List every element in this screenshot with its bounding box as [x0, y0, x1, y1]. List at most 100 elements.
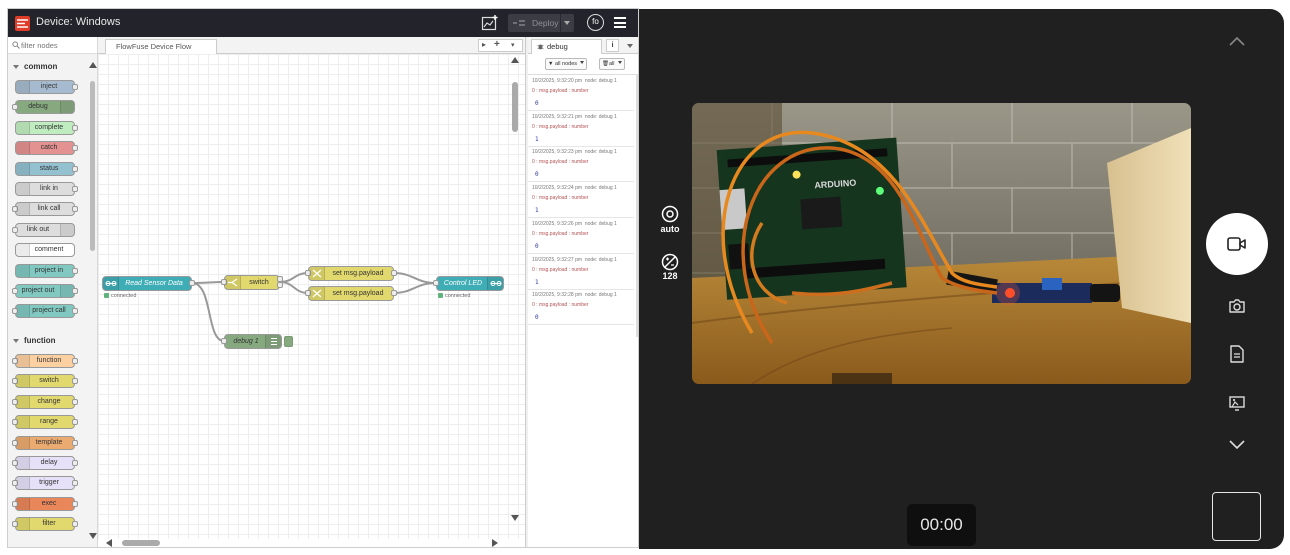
palette-node-function[interactable]: function — [12, 354, 78, 368]
palette-node-comment[interactable]: comment — [15, 243, 75, 258]
palette-category-common[interactable]: common — [8, 59, 88, 75]
debug-list-icon — [265, 335, 281, 348]
debug-toggle-button[interactable] — [284, 336, 293, 347]
input-port — [12, 226, 18, 233]
palette-node-inject[interactable]: inject — [15, 80, 78, 94]
scroll-down-icon[interactable] — [89, 533, 97, 539]
palette-node-project-out[interactable]: project out — [12, 284, 78, 298]
switch-node[interactable]: switch — [221, 275, 283, 290]
palette-node-label: inject — [40, 83, 58, 90]
palette-category-function[interactable]: function — [8, 333, 88, 349]
photo-camera-icon[interactable] — [1228, 297, 1246, 315]
palette-node-filter[interactable]: filter — [12, 517, 78, 532]
set-msg-payload-node-2[interactable]: set msg.payload — [305, 286, 397, 301]
dashboard-icon[interactable] — [481, 14, 499, 32]
scroll-up-icon[interactable] — [511, 57, 519, 63]
scroll-thumb[interactable] — [512, 82, 518, 132]
filter-nodes-button[interactable]: ▼ all nodes — [545, 58, 588, 70]
resolution-button[interactable]: 128 — [658, 253, 682, 283]
scroll-thumb[interactable] — [122, 540, 160, 546]
output-port[interactable] — [189, 280, 195, 286]
chevron-up-icon[interactable] — [1228, 35, 1246, 47]
palette-node-project-in[interactable]: project in — [15, 263, 78, 278]
palette-node-delay[interactable]: delay — [12, 456, 78, 470]
flow-list-icon[interactable]: ▾ — [511, 42, 515, 49]
message-topic: 0 : msg.payload : number — [532, 195, 589, 202]
input-port[interactable] — [305, 290, 311, 296]
node-type-icon — [16, 497, 30, 510]
palette-node-range[interactable]: range — [12, 415, 78, 430]
hamburger-menu-icon[interactable] — [614, 17, 626, 28]
palette-node-link-out[interactable]: link out — [12, 222, 75, 237]
chevron-down-icon[interactable] — [1228, 439, 1246, 451]
output-port-1[interactable] — [277, 276, 283, 282]
control-led-node[interactable]: Control LED — [433, 276, 504, 291]
output-port-2[interactable] — [277, 282, 283, 288]
flow-workspace: FlowFuse Device Flow ▸ + ▾ — [98, 37, 525, 547]
camera-preview[interactable]: ARDUINO — [692, 103, 1191, 384]
user-avatar[interactable]: fo — [587, 14, 604, 31]
palette-node-project-call[interactable]: project call — [12, 304, 78, 319]
palette-node-exec[interactable]: exec — [12, 496, 78, 511]
palette-scrollbar[interactable] — [88, 59, 97, 547]
workspace-horizontal-scrollbar[interactable] — [98, 537, 508, 547]
scroll-up-icon[interactable] — [89, 62, 97, 68]
debug-scrollbar[interactable] — [636, 75, 638, 337]
tab-debug[interactable]: debug — [531, 39, 602, 54]
palette-node-trigger[interactable]: trigger — [12, 476, 78, 491]
input-port[interactable] — [221, 279, 227, 285]
info-tab-button[interactable]: i — [606, 39, 619, 52]
sidebar-resize-handle[interactable] — [525, 37, 528, 547]
input-port[interactable] — [433, 280, 439, 286]
palette-node-debug[interactable]: debug — [12, 100, 75, 115]
palette-node-link-call[interactable]: link call — [12, 202, 78, 217]
flow-wires — [191, 272, 437, 342]
output-port[interactable] — [391, 270, 397, 276]
input-port[interactable] — [305, 270, 311, 276]
scroll-left-icon[interactable] — [106, 539, 112, 547]
sidebar-menu-caret-icon[interactable] — [627, 44, 633, 48]
palette-node-complete[interactable]: complete — [15, 120, 78, 135]
node-type-icon — [16, 305, 30, 318]
node-type-icon — [16, 203, 30, 216]
add-flow-icon[interactable]: + — [494, 39, 500, 50]
node-type-icon — [16, 183, 30, 195]
output-port[interactable] — [391, 290, 397, 296]
scroll-thumb[interactable] — [90, 81, 95, 251]
palette-node-switch[interactable]: switch — [12, 374, 78, 389]
workspace-vertical-scrollbar[interactable] — [509, 57, 521, 527]
palette-search-input[interactable] — [21, 39, 93, 52]
palette-node-catch[interactable]: catch — [15, 141, 78, 156]
palette-node-template[interactable]: template — [12, 435, 78, 450]
palette-node-change[interactable]: change — [12, 394, 78, 409]
tab-scroll-icon[interactable]: ▸ — [482, 40, 487, 49]
scroll-right-icon[interactable] — [492, 539, 498, 547]
palette-node-status[interactable]: status — [15, 161, 78, 176]
input-port[interactable] — [221, 338, 227, 344]
read-sensor-data-node[interactable]: Read Sensor Data — [102, 276, 195, 291]
deploy-dropdown-button[interactable] — [560, 14, 574, 32]
scroll-down-icon[interactable] — [511, 515, 519, 521]
set-msg-payload-node-1[interactable]: set msg.payload — [305, 266, 397, 281]
screen-capture-icon[interactable] — [1228, 395, 1246, 411]
deploy-button[interactable]: Deploy — [508, 14, 574, 32]
clear-messages-button[interactable]: 🗑all — [599, 58, 625, 70]
palette-node-link-in[interactable]: link in — [15, 182, 78, 196]
flash-auto-button[interactable]: auto — [658, 205, 682, 235]
debug-sidebar: debug i ▼ all nodes 🗑all 10/2/2025, 9:32… — [528, 37, 638, 547]
gallery-thumbnail[interactable] — [1212, 492, 1261, 541]
record-video-button[interactable] — [1206, 213, 1268, 275]
tab-flowfuse-device-flow[interactable]: FlowFuse Device Flow — [105, 39, 217, 54]
document-scan-icon[interactable] — [1229, 345, 1245, 363]
debug-1-node[interactable]: debug 1 — [221, 334, 282, 349]
flow-canvas[interactable]: Read Sensor Data connected switch set ms… — [98, 54, 525, 539]
node-type-icon — [16, 355, 30, 367]
